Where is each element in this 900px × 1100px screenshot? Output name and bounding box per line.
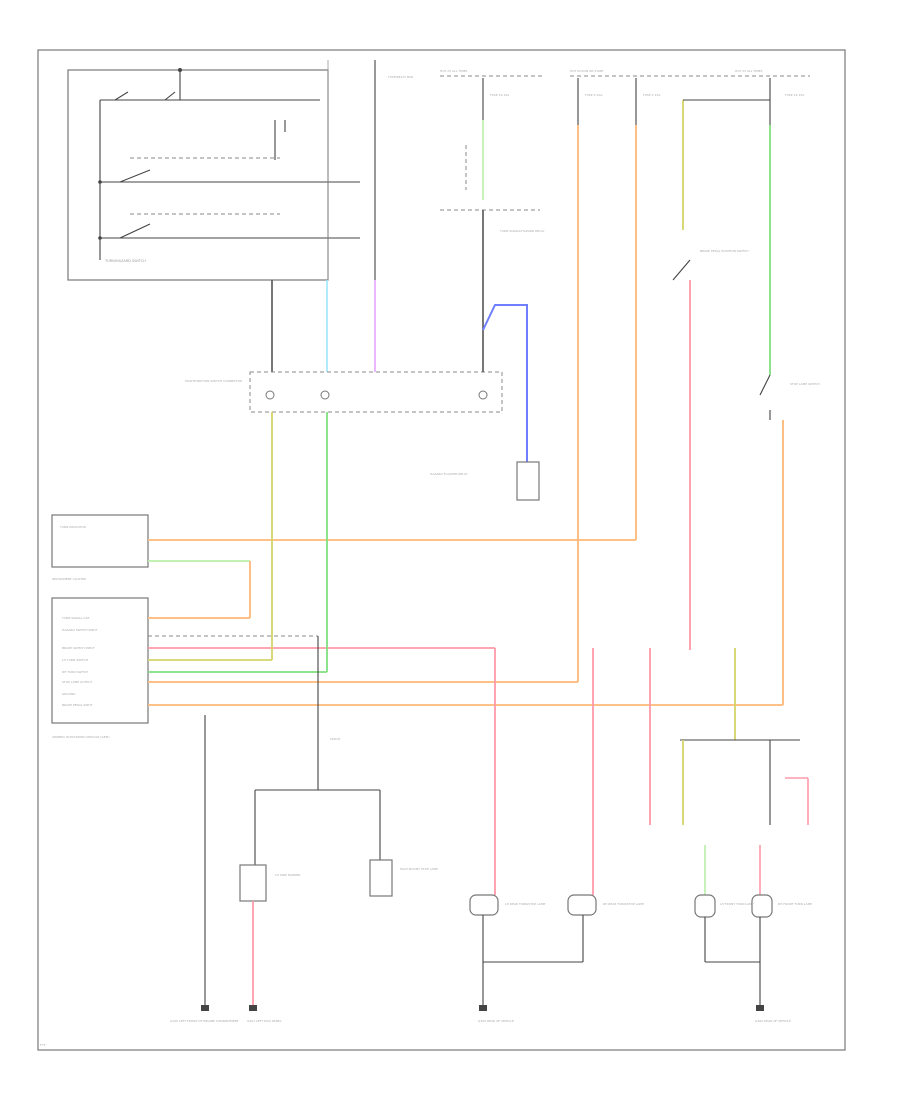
ground-3-label: G300 REAR OF VEHICLE [478,1019,514,1023]
fuse-box-label: FUSE/RELAY BOX [388,75,413,79]
gem-label: GENERIC ELECTRONIC MODULE (GEM) [52,735,110,739]
gem-pin-label: TURN SIGNAL OUT [61,616,90,620]
lh-front-lamp [694,894,716,918]
hot-label-3: HOT AT ALL TIMES [735,69,763,73]
rh-rear-label: RH REAR TURN/STOP LAMP [603,902,644,906]
splice-label: SPLICE [330,737,340,741]
gem-pin-label: BRAKE SWITCH INPUT [62,646,95,650]
hot-label-2: HOT IN RUN OR START [570,69,604,73]
fuse-c-label: FUSE 2 15A [643,93,661,97]
high-mount-label: HIGH MOUNT STOP LAMP [400,867,438,871]
multifunction-label: MULTIFUNCTION SWITCH CONNECTOR [185,379,242,383]
rh-front-label: RH FRONT TURN LAMP [778,902,812,906]
ground-1-label: G100 LEFT FRONT OF ENGINE COMPARTMENT [170,1019,239,1023]
ground-symbols: G100 LEFT FRONT OF ENGINE COMPARTMENT G2… [170,1005,791,1023]
rh-front-lamp [751,894,773,918]
diagram-frame [37,49,846,1051]
fuse-a-label: FUSE 16 15A [490,93,510,97]
gem-pin-label: GROUND [62,692,76,696]
switch-label: TURN/HAZARD SWITCH [104,259,146,263]
side-marker-lh [239,864,267,902]
multifunction-connector: MULTIFUNCTION SWITCH CONNECTOR [185,371,503,413]
side-marker-lh-label: LH SIDE MARKER [275,873,301,877]
hot-label-1: HOT AT ALL TIMES [440,69,468,73]
lh-front-label: LH FRONT TURN LAMP [720,902,754,906]
fuse-b-label: FUSE 9 10A [585,93,603,97]
gem-pin-label: HAZARD SWITCH INPUT [62,628,98,632]
rh-rear-lamp [567,894,597,916]
cluster-indicator-label: TURN INDICATOR [59,525,86,529]
cluster-label: INSTRUMENT CLUSTER [52,577,86,581]
turn-relay-label: TURN SIGNAL/HAZARD RELAY [499,229,545,233]
ground-2-label: G201 LEFT KICK PANEL [247,1019,282,1023]
turn-hazard-switch: TURN/HAZARD SWITCH [67,68,360,281]
gem-pin-label: RH TURN SWITCH [62,670,88,674]
hazard-flasher-label: HAZARD FLASHER RELAY [430,472,468,476]
stop-switch-label: STOP LAMP SWITCH [790,382,820,386]
gem-pin-label: STOP LAMP OUTPUT [62,680,92,684]
fuse-e-label: FUSE 19 15A [785,93,805,97]
instrument-cluster: TURN INDICATOR INSTRUMENT CLUSTER [51,514,149,581]
lh-rear-label: LH REAR TURN/STOP LAMP [505,902,546,906]
brake-switch-label: BRAKE PEDAL POSITION SWITCH [700,249,749,253]
gem-pin-label: LH TURN SWITCH [62,658,88,662]
hazard-flasher [516,461,540,501]
page-code: F75 [40,1043,46,1047]
ground-4-label: G400 REAR OF VEHICLE [755,1019,791,1023]
lh-rear-lamp [469,894,499,916]
high-mount-lamp [369,859,393,897]
gem-pin-label: BRAKE PEDAL INPUT [62,703,93,707]
